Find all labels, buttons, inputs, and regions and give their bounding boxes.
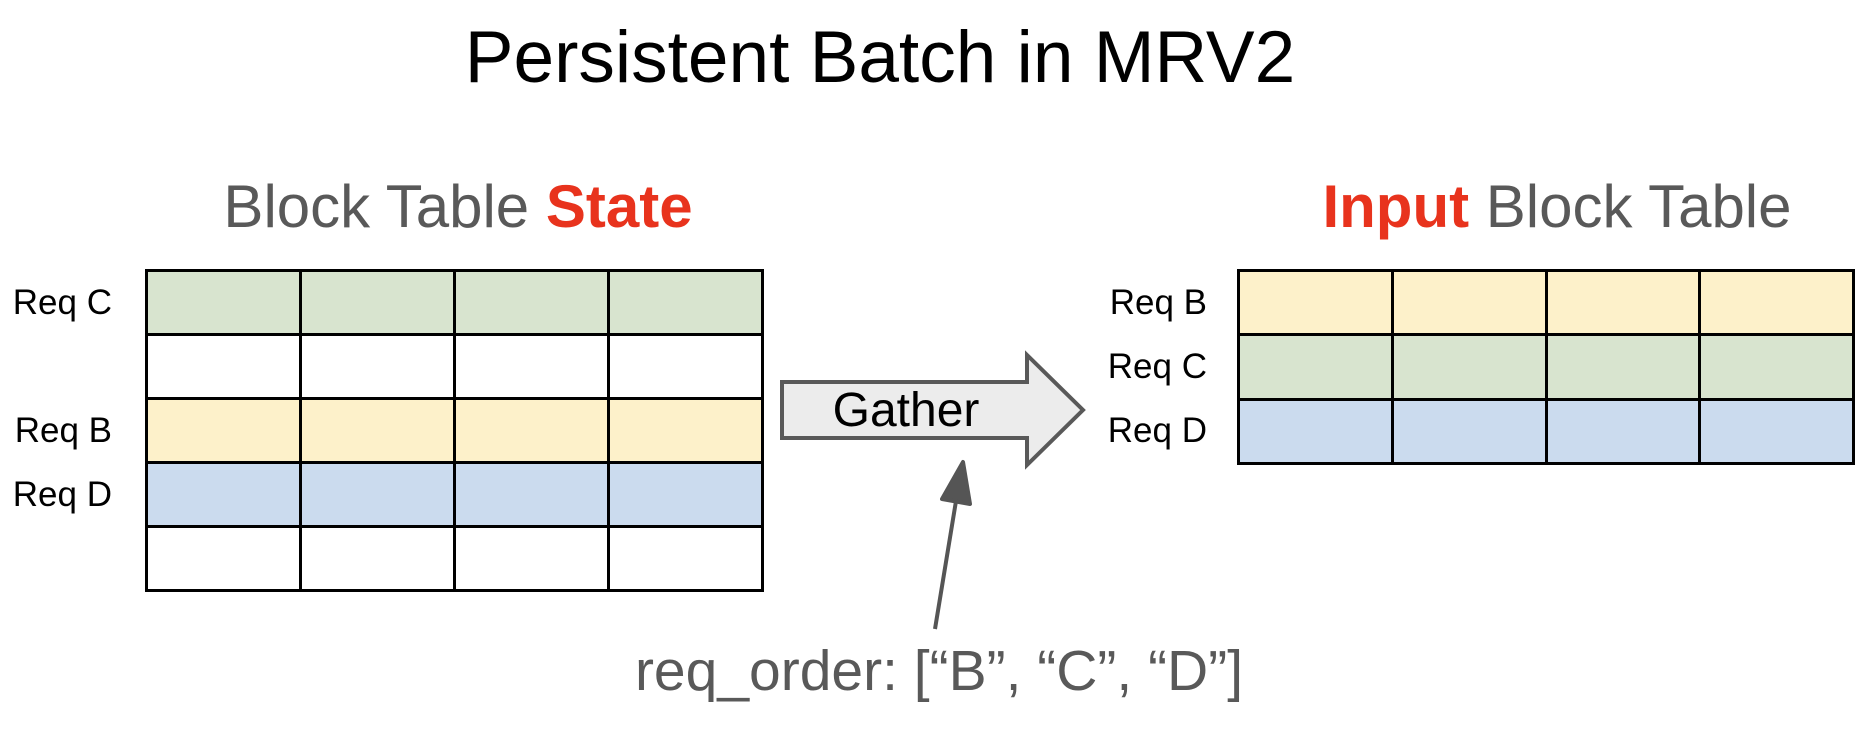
state-block-table	[145, 269, 764, 592]
state-table-cell-r3c3	[610, 464, 761, 525]
state-table-cell-r1c1	[302, 336, 453, 397]
input-table-cell-r1c1	[1393, 336, 1545, 398]
state-table-cell-r4c2	[456, 528, 607, 589]
req-order-annotation: req_order: [“B”, “C”, “D”]	[634, 639, 1244, 703]
input-table-cell-r0c1	[1393, 272, 1545, 334]
diagram-title: Persistent Batch in MRV2	[464, 17, 1296, 98]
gather-arrow-label: Gather	[832, 383, 980, 437]
state-table-cell-r3c0	[148, 464, 299, 525]
input-table-cell-r1c3	[1701, 336, 1852, 398]
input-title-suffix: Block Table	[1469, 173, 1792, 240]
input-title-highlight: Input	[1322, 173, 1470, 240]
state-table-cell-r0c1	[302, 272, 453, 333]
input-table-cell-r1c2	[1547, 336, 1699, 398]
state-table-cell-r0c0	[148, 272, 299, 333]
input-table-cell-r0c2	[1547, 272, 1699, 334]
state-table-cell-r0c3	[610, 272, 761, 333]
input-table-cell-r2c3	[1701, 400, 1852, 462]
state-table-cell-r1c2	[456, 336, 607, 397]
state-title-prefix: Block Table	[223, 173, 546, 240]
state-table-cell-r2c2	[456, 400, 607, 461]
state-title-highlight: State	[545, 173, 693, 240]
input-table-cell-r1c0	[1240, 336, 1391, 398]
state-table-cell-r4c1	[302, 528, 453, 589]
input-table-cell-r0c0	[1240, 272, 1391, 334]
row-label-req-d: Req D	[12, 474, 112, 514]
row-label-req-b: Req B	[14, 410, 112, 450]
state-table-cell-r4c3	[610, 528, 761, 589]
state-table-cell-r3c2	[456, 464, 607, 525]
annotation-arrow-line	[933, 500, 958, 630]
state-table-cell-r3c1	[302, 464, 453, 525]
input-table-cell-r0c3	[1701, 272, 1852, 334]
input-table-cell-r2c0	[1240, 400, 1391, 462]
row-label-req-d: Req D	[1107, 411, 1207, 451]
input-table-cell-r2c2	[1547, 400, 1699, 462]
input-block-table	[1237, 269, 1855, 465]
state-table-title: Block Table State	[148, 172, 768, 241]
row-label-req-c: Req C	[12, 282, 112, 322]
state-table-cell-r2c1	[302, 400, 453, 461]
state-table-cell-r1c3	[610, 336, 761, 397]
input-table-cell-r2c1	[1393, 400, 1545, 462]
row-label-req-c: Req C	[1107, 347, 1207, 386]
annotation-arrowhead-icon	[940, 460, 972, 506]
row-label-req-b: Req B	[1109, 282, 1207, 322]
input-table-title: Input Block Table	[1237, 172, 1874, 241]
state-table-cell-r4c0	[148, 528, 299, 589]
state-table-cell-r0c2	[456, 272, 607, 333]
state-table-cell-r2c3	[610, 400, 761, 461]
state-table-cell-r1c0	[148, 336, 299, 397]
state-table-cell-r2c0	[148, 400, 299, 461]
